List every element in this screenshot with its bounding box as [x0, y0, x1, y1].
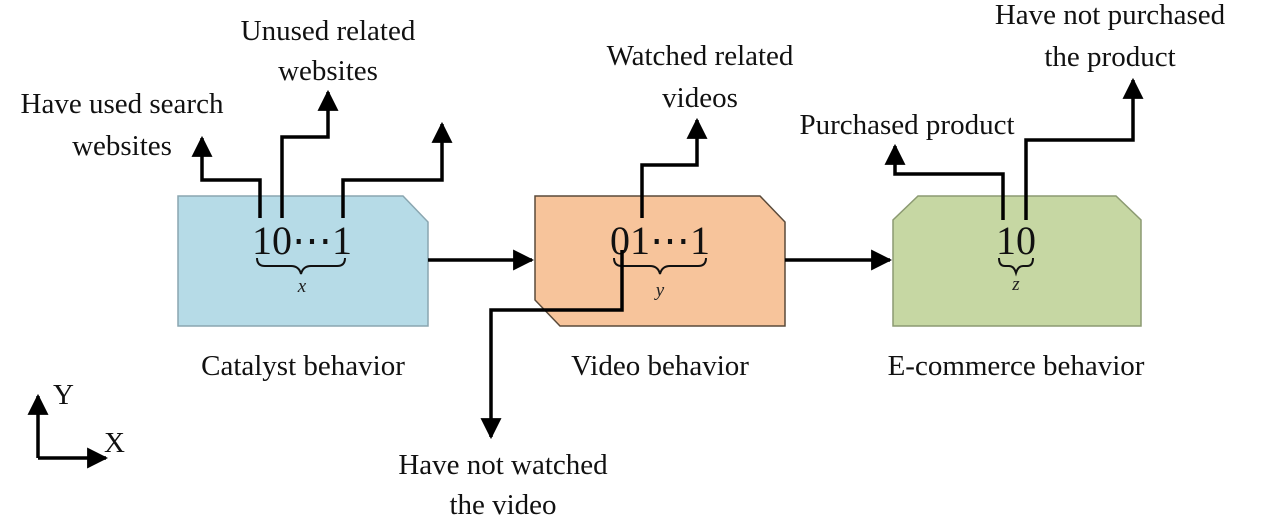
- label-have-used-search-2: websites: [72, 130, 172, 162]
- arrow-watched-related: [640, 117, 708, 218]
- catalyst-title: Catalyst behavior: [201, 350, 405, 382]
- label-not-watched-1: Have not watched: [398, 449, 608, 481]
- catalyst-brace: [256, 257, 346, 275]
- arrow-not-purchased: [1024, 77, 1144, 220]
- arrow-third-bit: [341, 121, 453, 218]
- ecommerce-shape: [892, 195, 1142, 327]
- label-watched-related-2: videos: [662, 82, 738, 114]
- ecommerce-block: 10 z: [892, 195, 1142, 327]
- ecommerce-brace: [998, 257, 1034, 277]
- arrow-purchased: [884, 143, 1005, 220]
- label-not-purchased-1: Have not purchased: [995, 0, 1226, 31]
- y-axis-label: Y: [53, 379, 74, 411]
- label-have-used-search-1: Have used search: [21, 88, 224, 120]
- ecommerce-title: E-commerce behavior: [888, 350, 1145, 382]
- catalyst-shape: [177, 195, 429, 327]
- arrow-have-used-search: [191, 135, 262, 218]
- video-brace: [613, 257, 707, 275]
- label-not-purchased-2: the product: [1044, 41, 1175, 73]
- ecommerce-code: 10: [996, 218, 1036, 263]
- arrow-not-watched: [480, 250, 624, 440]
- arrow-unused-related: [280, 89, 339, 218]
- ecommerce-variable: z: [1011, 274, 1020, 295]
- label-unused-related-1: Unused related: [241, 15, 416, 47]
- catalyst-code: 10⋯1: [252, 218, 352, 263]
- video-title: Video behavior: [571, 350, 749, 382]
- catalyst-block: 10⋯1 x: [177, 195, 429, 327]
- video-block: 01⋯1 y: [534, 195, 786, 327]
- video-code: 01⋯1: [610, 218, 710, 263]
- x-axis-label: X: [104, 427, 125, 459]
- video-variable: y: [654, 280, 665, 301]
- catalyst-variable: x: [297, 276, 307, 297]
- label-unused-related-2: websites: [278, 55, 378, 87]
- axes-indicator: Y X: [27, 379, 125, 469]
- label-not-watched-2: the video: [449, 489, 556, 519]
- label-watched-related-1: Watched related: [607, 40, 794, 72]
- label-purchased: Purchased product: [799, 109, 1014, 141]
- video-shape: [534, 195, 786, 327]
